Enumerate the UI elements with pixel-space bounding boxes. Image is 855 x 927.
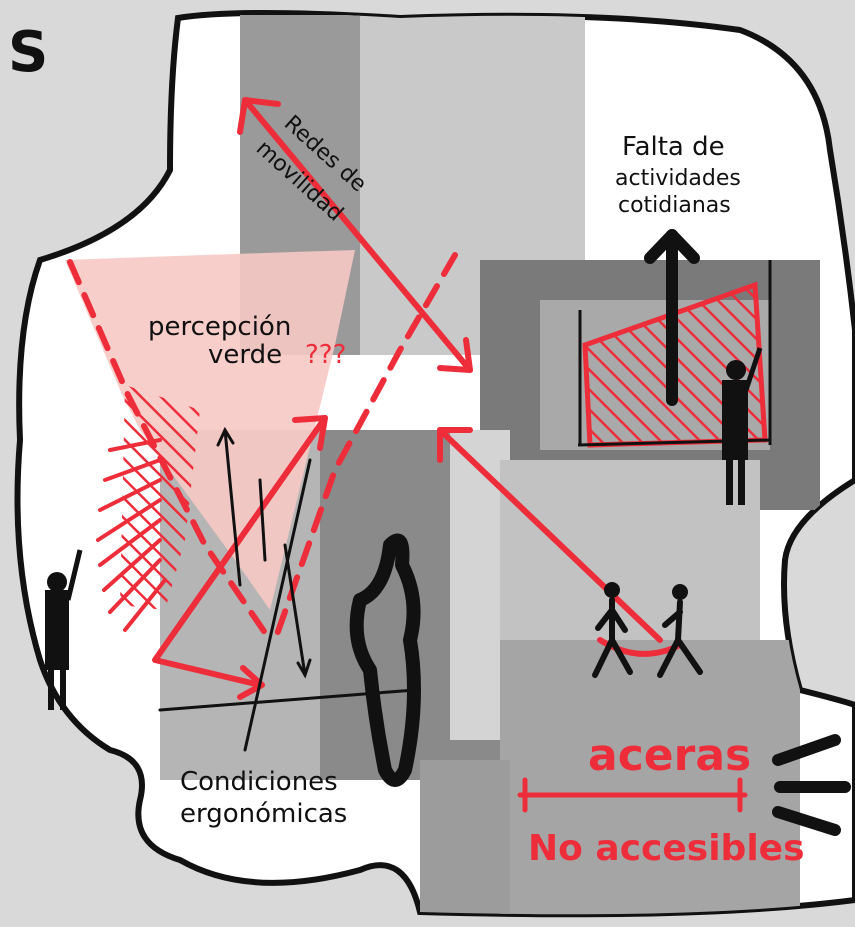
radiating-lines (96, 438, 167, 632)
label-condiciones: Condiciones (180, 767, 338, 797)
label-percepcion: percepción (148, 312, 291, 342)
aceras-underline (517, 777, 748, 813)
photo-sidewalk (500, 640, 800, 915)
activity-arrow (644, 229, 700, 406)
page-title-fragment: S (8, 20, 49, 85)
mobility-arrow (237, 97, 473, 373)
label-falta-1: Falta de (622, 132, 725, 162)
label-verde: verde (208, 340, 282, 370)
label-no-accesibles: No accesibles (528, 828, 805, 869)
perception-cone (65, 250, 355, 610)
walking-people-icon (592, 582, 703, 678)
dashed-perception-lines (67, 252, 458, 643)
pedestrian-outline (349, 533, 421, 787)
label-falta-2: actividades (615, 166, 741, 191)
label-falta-3: cotidianas (618, 193, 731, 218)
emphasis-marks (772, 734, 851, 836)
person-right-silhouette (722, 347, 763, 505)
label-aceras: aceras (588, 730, 751, 781)
photo-bottom-left (420, 760, 510, 915)
label-question-marks: ??? (305, 340, 346, 370)
person-left-silhouette (45, 549, 83, 710)
label-ergonomicas: ergonómicas (180, 799, 347, 829)
hatched-building (120, 385, 200, 610)
